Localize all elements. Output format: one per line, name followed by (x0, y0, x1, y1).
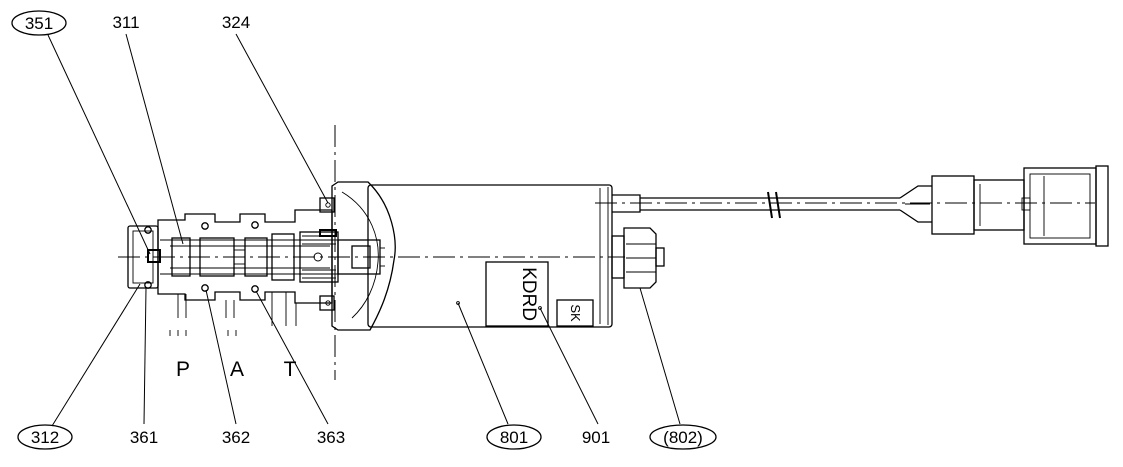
callout-802: (802) (663, 428, 703, 447)
cable-assembly (612, 185, 932, 223)
orifice-351 (147, 249, 161, 263)
connector (931, 165, 1109, 247)
leader-lines (47, 33, 681, 427)
callout-ellipse-802 (649, 424, 717, 450)
callout-ellipse-312 (17, 424, 73, 450)
callout-362: 362 (222, 428, 250, 447)
callout-801: 801 (500, 428, 528, 447)
callout-363: 363 (317, 428, 345, 447)
port-label-a: A (230, 358, 244, 381)
solenoid-flange (319, 181, 396, 331)
oring-362 (201, 284, 209, 292)
hex-nut (611, 227, 665, 289)
callout-ellipse-351 (11, 10, 67, 36)
callout-361: 361 (130, 428, 158, 447)
callout-ellipse-801 (486, 424, 542, 450)
callout-351: 351 (25, 14, 53, 33)
oring-361 (144, 281, 152, 289)
nameplate-mark-text: SK (568, 304, 583, 322)
callout-311: 311 (112, 13, 139, 32)
callout-901: 901 (582, 428, 610, 447)
port-label-t: T (284, 358, 297, 381)
port-ticks (169, 330, 237, 336)
callout-312: 312 (31, 428, 59, 447)
nameplate (485, 261, 549, 327)
port-label-p: P (176, 358, 190, 381)
oring-363 (251, 285, 259, 293)
valve-cartridge (127, 209, 385, 326)
nameplate-mark (556, 299, 594, 327)
nameplate-brand: KDRD (518, 267, 539, 321)
callout-324: 324 (222, 13, 250, 32)
